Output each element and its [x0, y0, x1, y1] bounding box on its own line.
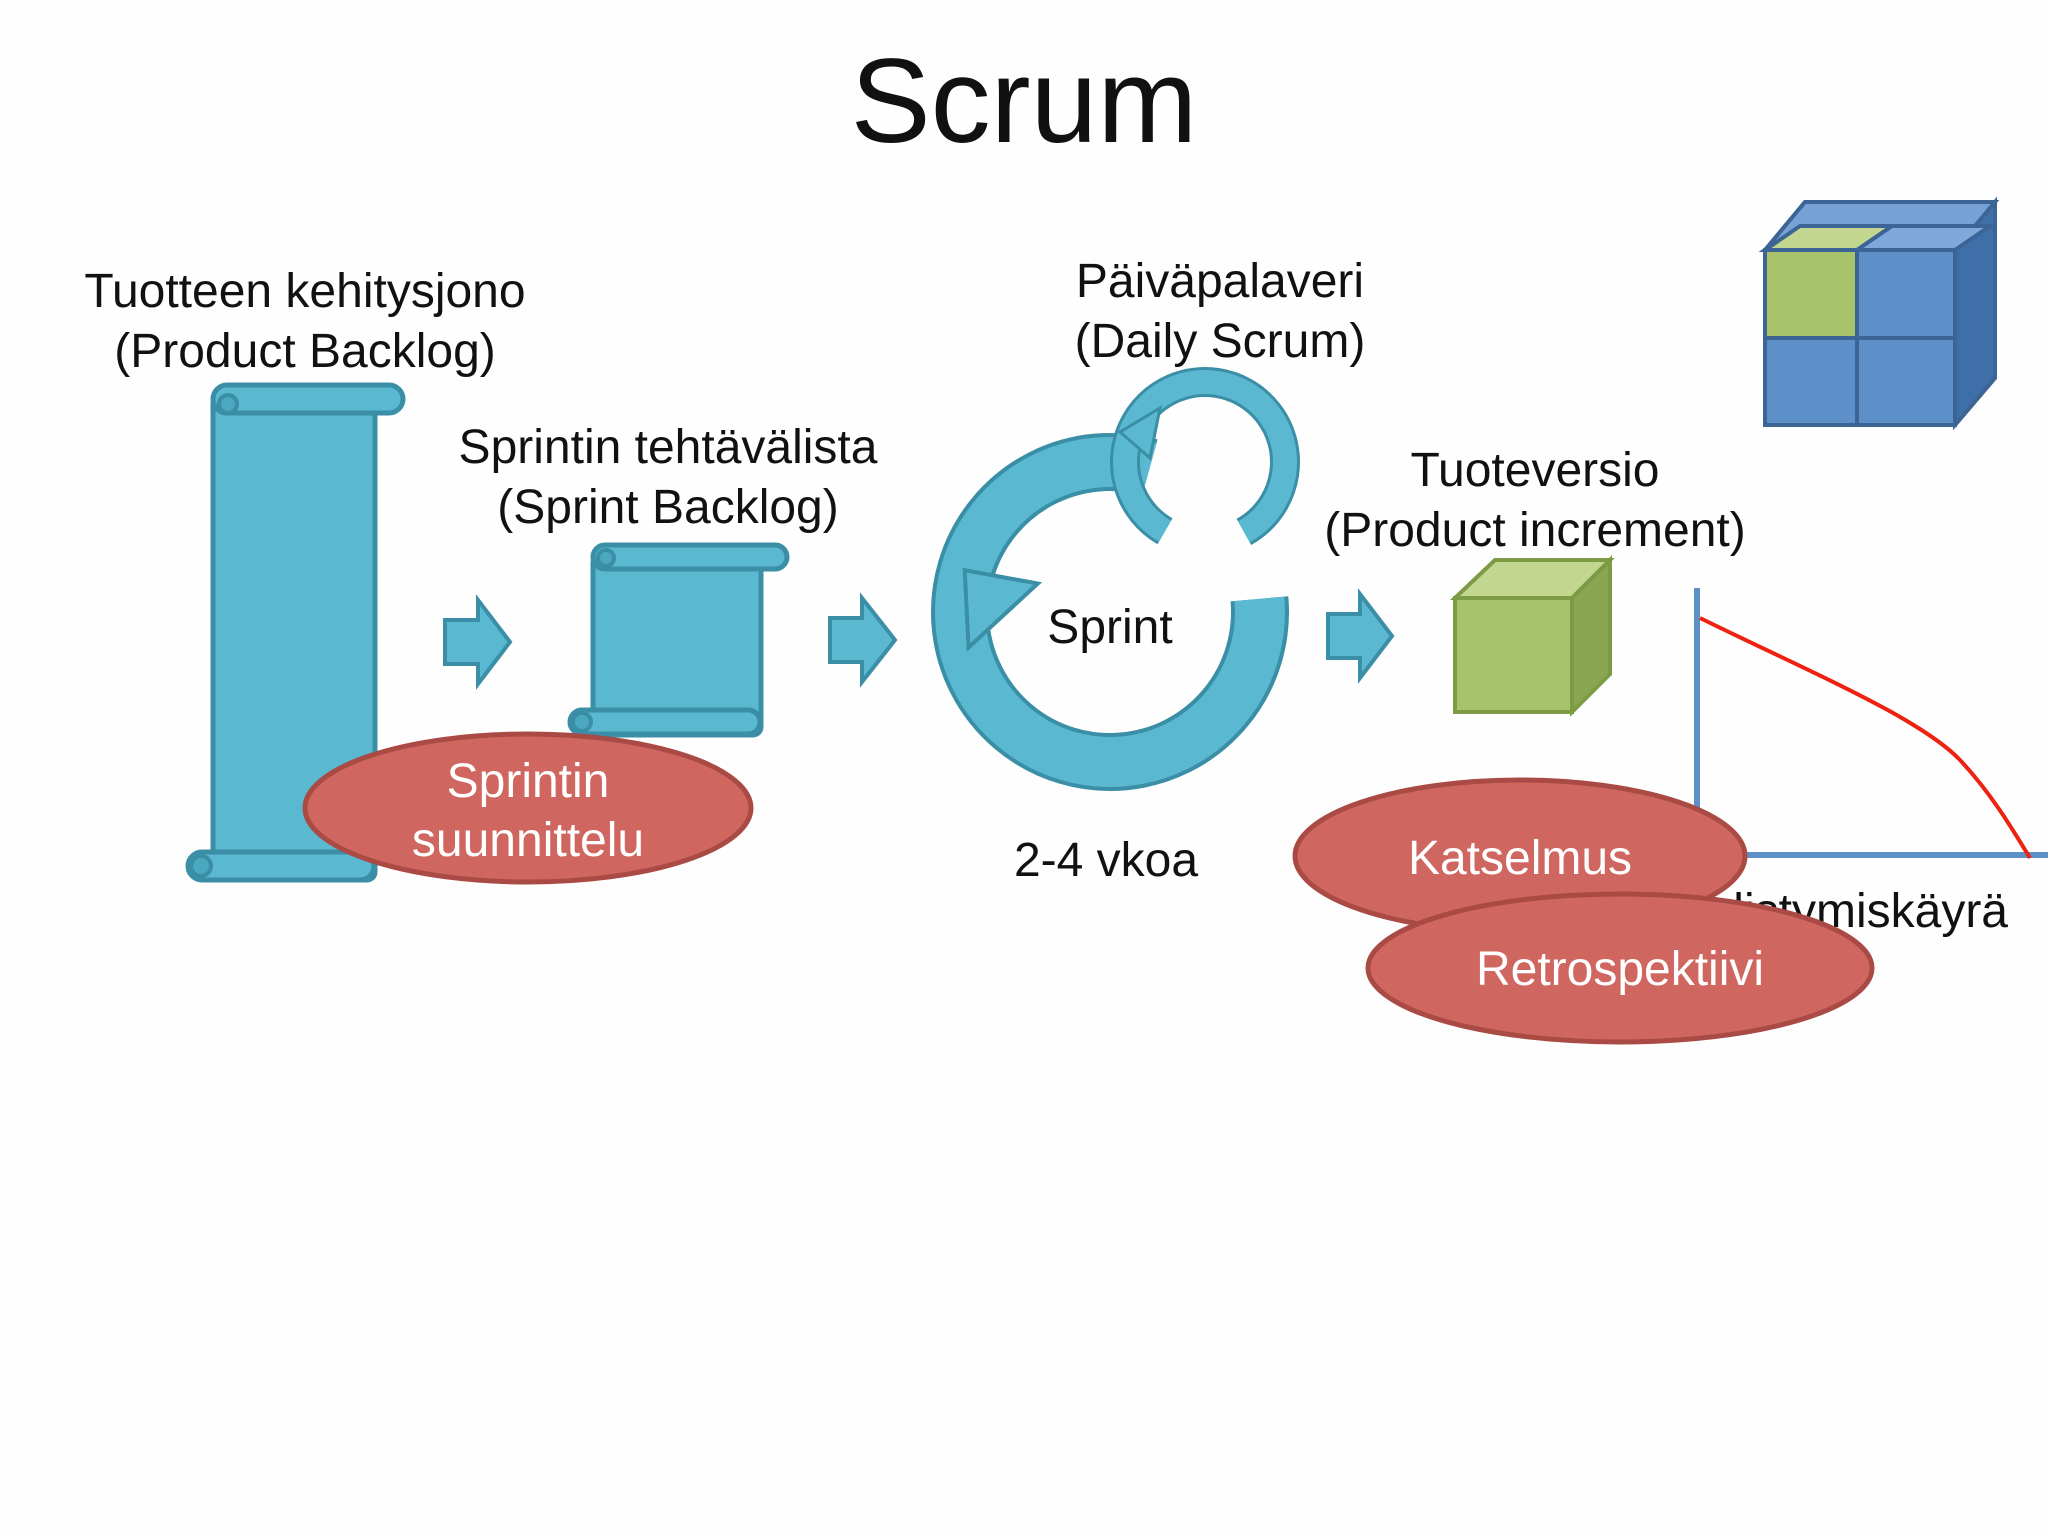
retrospective-ellipse	[1365, 891, 1875, 1045]
burndown-chart	[1694, 588, 2048, 860]
review-label: Katselmus	[1408, 832, 1632, 885]
product-backlog-label-line1: Tuotteen kehitysjono	[84, 265, 525, 318]
sprint-backlog-scroll-icon	[567, 542, 790, 738]
product-cube-stack-icon	[1758, 196, 2000, 431]
right-arrow-icon	[1326, 588, 1395, 684]
daily-scrum-circular-arrow-icon	[1110, 367, 1301, 557]
product-increment-label-line1: Tuoteversio	[1411, 444, 1660, 497]
sprint-duration-label: 2-4 vkoa	[1014, 834, 1198, 887]
product-backlog-label-line2: (Product Backlog)	[114, 325, 496, 378]
product-backlog-scroll-icon	[185, 382, 406, 883]
daily-scrum-label-line2: (Daily Scrum)	[1075, 315, 1366, 368]
sprint-backlog-label-line1: Sprintin tehtävälista	[459, 421, 878, 474]
sprint-label: Sprint	[1047, 601, 1172, 654]
sprint-backlog-label-line2: (Sprint Backlog)	[497, 481, 838, 534]
product-increment-label-line2: (Product increment)	[1324, 504, 1745, 557]
burndown-line	[1699, 616, 2032, 860]
sprint-planning-label-line2: suunnittelu	[412, 814, 644, 867]
sprint-planning-label-line1: Sprintin	[447, 755, 610, 808]
daily-scrum-label-line1: Päiväpalaveri	[1076, 255, 1364, 308]
slide-title: Scrum	[851, 34, 1198, 168]
retrospective-label: Retrospektiivi	[1476, 943, 1764, 996]
product-increment-cube-icon	[1449, 555, 1615, 717]
sprint-planning-ellipse	[302, 731, 754, 885]
right-arrow-icon	[828, 592, 898, 688]
right-arrow-icon	[443, 594, 513, 690]
sprint-cycle-circular-arrow-icon	[931, 433, 1289, 791]
